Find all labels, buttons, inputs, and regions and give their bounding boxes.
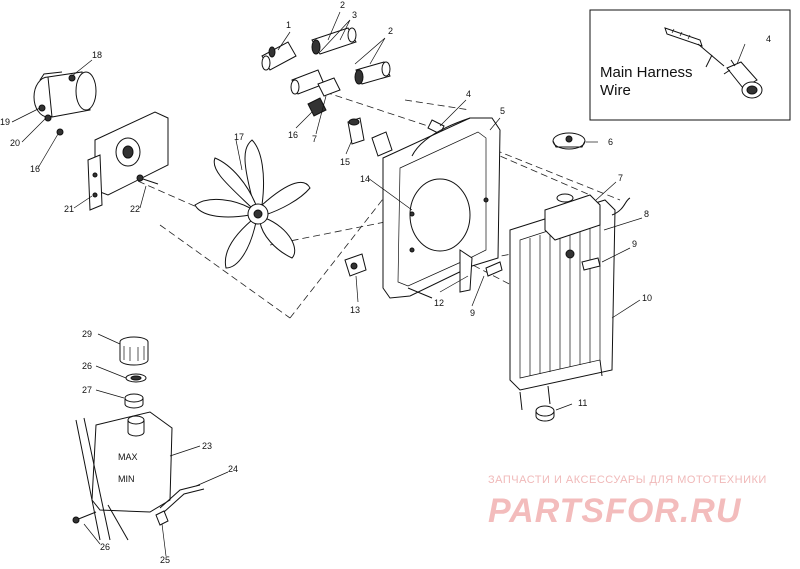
fan-blade xyxy=(194,139,311,269)
callout-9-lower: 9 xyxy=(470,308,475,318)
callout-2-right: 2 xyxy=(388,26,393,36)
callout-22: 22 xyxy=(130,204,140,214)
callout-3: 3 xyxy=(352,10,357,20)
callout-13: 13 xyxy=(350,305,360,315)
screw-26 xyxy=(72,511,97,524)
clamp-25 xyxy=(155,510,169,526)
watermark-tagline: ЗАПЧАСТИ И АКСЕССУАРЫ ДЛЯ МОТОТЕХНИКИ xyxy=(488,474,767,486)
inset-frame xyxy=(589,9,791,121)
tank-max-mark: MAX xyxy=(118,452,138,462)
callout-24: 24 xyxy=(228,464,238,474)
callout-23: 23 xyxy=(202,441,212,451)
fan-bracket xyxy=(87,111,169,211)
callout-11: 11 xyxy=(578,398,587,408)
inset-label-line2: Wire xyxy=(600,82,631,99)
callout-21: 21 xyxy=(64,204,74,214)
hose-clamp-upper xyxy=(311,27,357,55)
tank-min-mark: MIN xyxy=(118,474,135,484)
seal-27 xyxy=(124,393,144,409)
callout-6: 6 xyxy=(608,137,613,147)
callout-7-bushing: 7 xyxy=(312,134,317,144)
grommet-part xyxy=(371,131,393,157)
callout-8: 8 xyxy=(644,209,649,219)
callout-15: 15 xyxy=(340,157,350,167)
inset-panel: Main Harness Wire xyxy=(589,9,791,121)
callout-17: 17 xyxy=(234,132,244,142)
harness-connector-icon xyxy=(664,27,725,68)
callout-26-screw: 26 xyxy=(100,542,110,552)
callout-29: 29 xyxy=(82,329,92,339)
callout-25: 25 xyxy=(160,555,170,564)
reservoir-tank-23: MAX MIN xyxy=(75,411,173,541)
callout-19: 19 xyxy=(0,117,10,127)
callout-10: 10 xyxy=(642,293,652,303)
hose-part-1 xyxy=(261,41,297,71)
screw-part-22 xyxy=(136,174,159,185)
leader-lines xyxy=(11,11,643,557)
sensor-part-13 xyxy=(344,253,367,277)
callout-4-inset: 4 xyxy=(766,34,771,44)
callout-18: 18 xyxy=(92,50,102,60)
watermark-logo: PARTSFOR.RU xyxy=(488,492,742,530)
screw-part-9-lower xyxy=(485,261,503,277)
callout-2-top: 2 xyxy=(340,0,345,10)
inset-label-line1: Main Harness xyxy=(600,64,693,81)
temperature-switch-icon xyxy=(723,59,763,99)
callout-27: 27 xyxy=(82,385,92,395)
watermark: ЗАПЧАСТИ И АКСЕССУАРЫ ДЛЯ МОТОТЕХНИКИ PA… xyxy=(488,474,767,530)
hose-part-2 xyxy=(290,61,391,95)
callout-numbers: 1 2 3 2 4 4 5 6 7 7 8 9 9 10 11 12 13 14… xyxy=(0,0,771,565)
callout-12: 12 xyxy=(434,298,444,308)
bushing-part-7 xyxy=(317,77,341,97)
callout-7-radiator: 7 xyxy=(618,173,623,183)
hose-24 xyxy=(159,484,205,513)
bolt-part-9-right xyxy=(581,257,601,271)
radiator xyxy=(509,193,631,411)
callout-14: 14 xyxy=(360,174,370,184)
radiator-cap xyxy=(552,132,586,150)
callout-4-main: 4 xyxy=(466,89,471,99)
drain-plug-11 xyxy=(535,405,555,422)
callout-1: 1 xyxy=(286,20,291,30)
callout-26-gasket: 26 xyxy=(82,361,92,371)
fan-motor-assembly xyxy=(33,71,97,136)
callout-9-right: 9 xyxy=(632,239,637,249)
callout-16-motor: 16 xyxy=(30,164,40,174)
callout-20: 20 xyxy=(10,138,20,148)
reservoir-cap-29 xyxy=(119,336,149,366)
fan-shroud xyxy=(382,117,501,299)
callout-5: 5 xyxy=(500,106,505,116)
fitting-part-15 xyxy=(347,117,365,145)
gasket-26 xyxy=(125,373,147,383)
callout-16-spacer: 16 xyxy=(288,130,298,140)
